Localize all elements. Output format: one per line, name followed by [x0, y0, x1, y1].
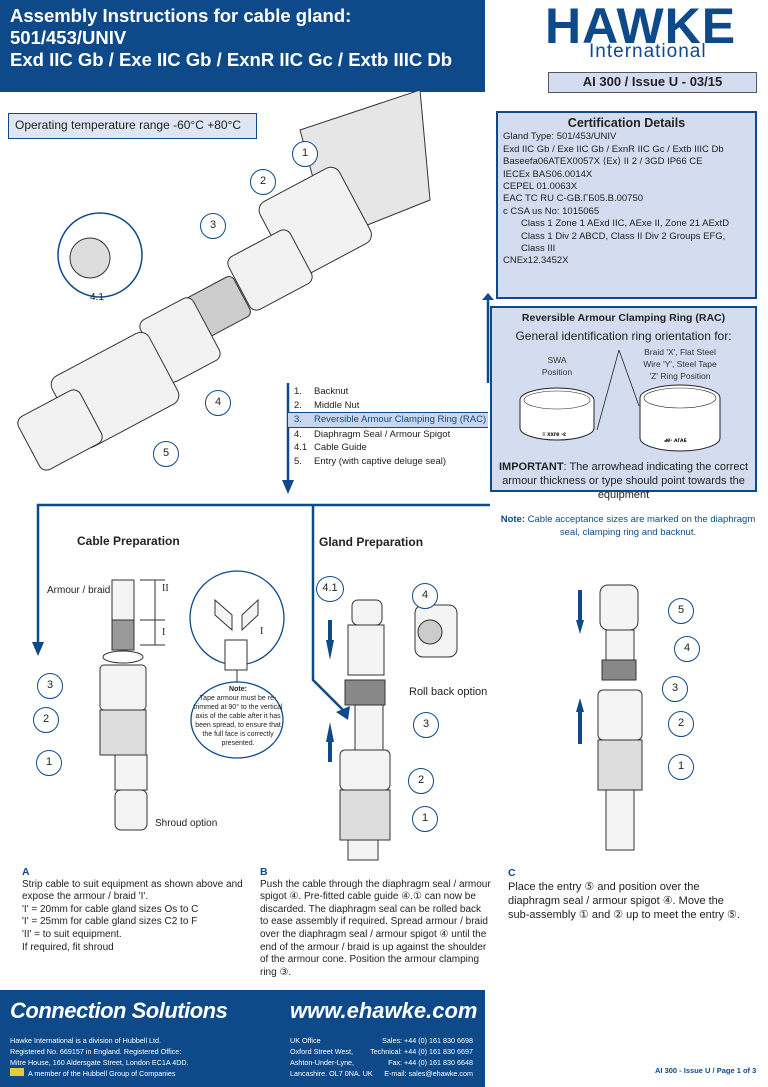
callout-3: 3 [662, 676, 688, 702]
assembly-illustrations [17, 89, 643, 861]
certification-details: Certification Details Gland Type: 501/45… [496, 111, 757, 299]
title-line: Assembly Instructions for cable gland: [10, 5, 352, 26]
title-line: Exd IIC Gb / Exe IIC Gb / ExnR IIC Gc / … [10, 49, 453, 70]
rac-title: Reversible Armour Clamping Ring (RAC) [521, 312, 726, 324]
legend-item: 3.Reversible Armour Clamping Ring (RAC) [288, 412, 488, 428]
callout-1: 1 [36, 750, 62, 776]
footer: Connection Solutions www.ehawke.com Hawk… [0, 990, 485, 1087]
footer-slogan: Connection Solutions [10, 998, 228, 1023]
callout-2: 2 [668, 711, 694, 737]
callout-1: 1 [668, 754, 694, 780]
cable-preparation-heading: Cable Preparation [77, 534, 180, 548]
legend-item: 1.Backnut [294, 386, 349, 397]
page-reference: AI 300 - Issue U / Page 1 of 3 [655, 1066, 757, 1075]
shroud-option-label: Shroud option [155, 818, 218, 829]
document-id: AI 300 / Issue U - 03/15 [548, 72, 757, 93]
cert-line: IECEx BAS06.0014X [503, 168, 593, 180]
callout-4: 4 [674, 636, 700, 662]
acceptance-note: Note: Cable acceptance sizes are marked … [500, 513, 756, 539]
legend-item: 4.Diaphragm Seal / Armour Spigot [294, 428, 451, 440]
callout-2: 2 [408, 768, 434, 794]
cert-line: CNEx12.3452X [503, 255, 569, 267]
dimension-I: I [162, 627, 166, 638]
svg-text:ⅎe- ᴀᴦᴀᴇ: ⅎe- ᴀᴦᴀᴇ [664, 438, 687, 444]
callout-2: 2 [250, 169, 276, 195]
website-link[interactable]: www.ehawke.com [290, 998, 478, 1023]
note-label: Note: [500, 514, 526, 525]
tape-armour-note: Note:Tape armour must be re-trimmed at 9… [193, 686, 283, 747]
roll-back-label: Roll back option [409, 686, 488, 698]
dimension-II: II [162, 583, 169, 594]
important-label: IMPORTANT [498, 461, 564, 473]
legend-item: 2.Middle Nut [294, 399, 360, 411]
detail-dimension-I: I [260, 626, 264, 637]
callout-1: 1 [412, 806, 438, 832]
cert-line: Baseefa06ATEX0057X ⟨Ex⟩ II 2 / 3GD IP66 … [503, 156, 703, 168]
callout-3: 3 [413, 712, 439, 738]
title-line: 501/453/UNIV [10, 27, 127, 48]
cert-line: EAC TC RU C-GB.ГБ05.B.00750 [503, 193, 644, 205]
svg-text:≡ xxre -ɛ: ≡ xxre -ɛ [542, 432, 566, 438]
temperature-range: Operating temperature range -60°C +80°C [8, 113, 257, 139]
swa-label: SWA Position [541, 355, 573, 377]
callout-3: 3 [37, 673, 63, 699]
note-text: Cable acceptance sizes are marked on the… [525, 514, 756, 538]
important-text: : The arrowhead indicating the correct a… [502, 461, 749, 501]
callout-1: 1 [292, 141, 318, 167]
rac-panel: Reversible Armour Clamping Ring (RAC) Ge… [490, 306, 757, 501]
cert-line: Exd IIC Gb / Exe IIC Gb / ExnR IIC Gc / … [503, 143, 724, 155]
callout-4-1: 4.1 [316, 576, 344, 602]
callout-5: 5 [153, 441, 179, 467]
gland-preparation-heading: Gland Preparation [319, 535, 424, 549]
rac-important: IMPORTANT: The arrowhead indicating the … [496, 460, 751, 502]
step-a: A Strip cable to suit equipment as shown… [22, 866, 243, 953]
callout-4: 4 [205, 390, 231, 416]
cert-title: Certification Details [567, 116, 686, 130]
cert-line: c CSA us No: 1015065 [503, 205, 600, 217]
cert-line: Class 1 Div 2 ABCD, Class II Div 2 Group… [521, 230, 726, 255]
detail-label: 4.1 [90, 292, 104, 303]
hubbell-logo [10, 1068, 24, 1076]
callout-4: 4 [412, 583, 438, 609]
callout-5: 5 [668, 598, 694, 624]
header-title: Assembly Instructions for cable gland: 5… [0, 0, 485, 92]
rac-rings-illustration: ≡ xxre -ɛ ⅎe- ᴀᴦᴀᴇ [519, 349, 721, 452]
legend-item: 5.Entry (with captive deluge seal) [294, 455, 447, 467]
callout-3: 3 [200, 213, 226, 239]
armour-braid-label: Armour / braid [47, 585, 111, 596]
rac-subtitle: General identification ring orientation … [515, 329, 732, 343]
parts-legend: 1.Backnut 2.Middle Nut 3.Reversible Armo… [288, 385, 488, 468]
braid-label: Braid 'X', Flat Steel Wire 'Y', Steel Ta… [643, 347, 717, 381]
callout-2: 2 [33, 707, 59, 733]
cert-line: CEPEL 01.0063X [503, 181, 578, 193]
cert-line: Gland Type: 501/453/UNIV [503, 131, 617, 143]
cert-line: Class 1 Zone 1 AExd IIC, AExe II, Zone 2… [521, 218, 730, 230]
registration-info: Hawke International is a division of Hub… [10, 1036, 189, 1078]
